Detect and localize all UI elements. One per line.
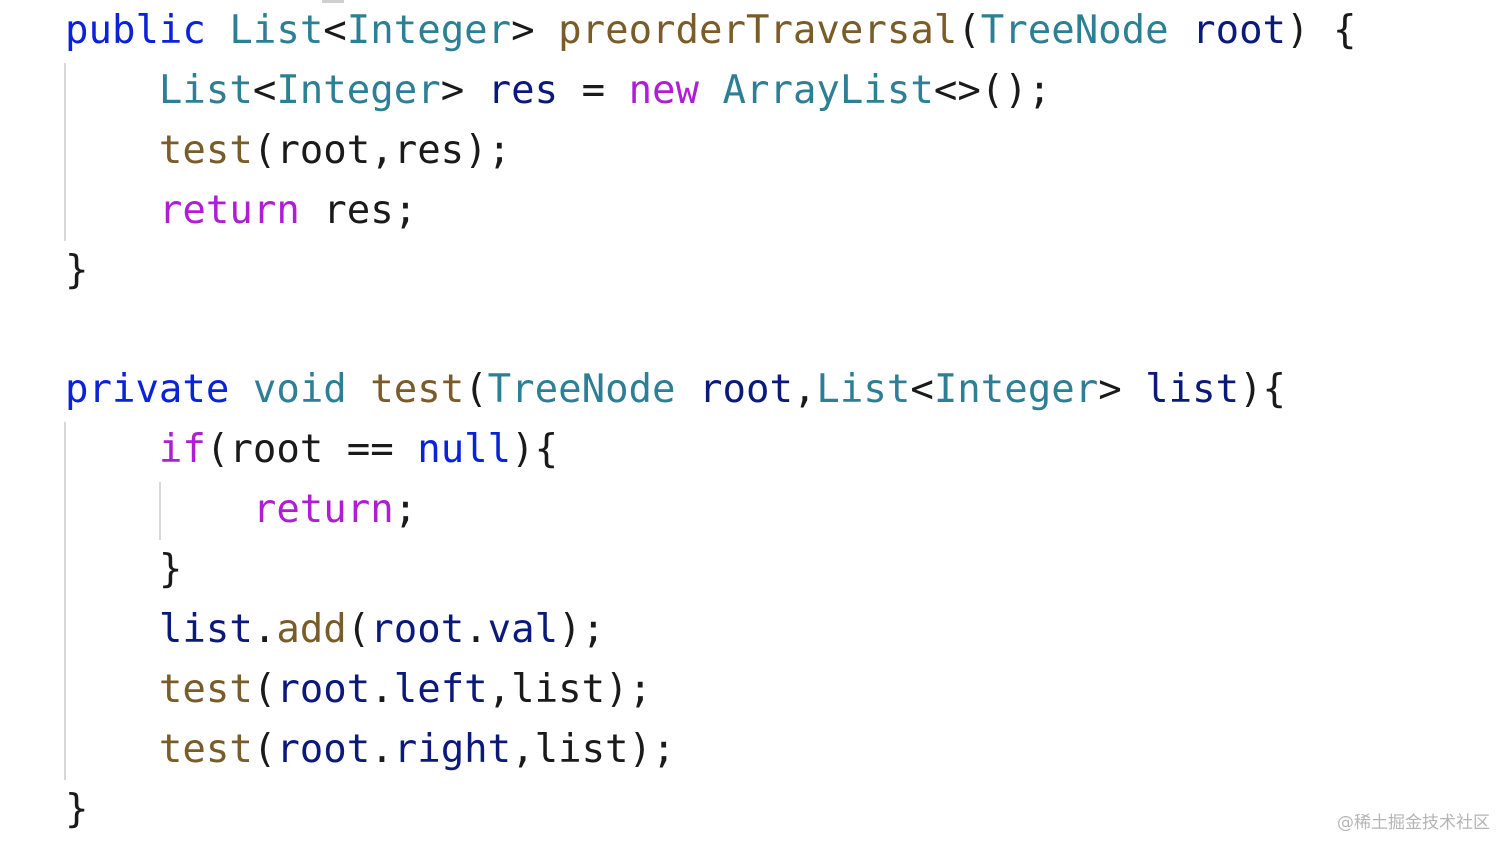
code-token [676,367,699,412]
code-token: ( [252,726,277,772]
code-token: } [65,786,89,832]
indent-guide [64,63,66,241]
code-token: test [158,666,253,712]
indent-guide [64,422,66,780]
code-line: } [65,780,1356,840]
code-token: root [276,666,371,712]
code-token: root [370,606,465,652]
code-token: < [323,8,347,53]
code-token: > [511,8,559,53]
code-token: } [65,547,183,593]
code-token [1169,8,1192,53]
code-token [65,68,159,113]
code-token [229,367,252,412]
code-token: ); [558,606,606,652]
code-token: Integer [346,8,512,53]
code-token: right [393,726,512,772]
code-token: ) { [1286,8,1357,53]
code-token: ,list); [511,726,676,772]
code-line: test(root.left,list); [65,660,1356,720]
code-token: . [464,606,488,652]
watermark: @稀土掘金技术社区 [1337,813,1490,833]
scroll-marker [322,0,344,3]
code-token: Integer [933,367,1099,413]
code-token: test [370,367,465,413]
code-line [65,300,1356,360]
code-token: res [487,67,559,113]
code-token: root [1192,8,1287,53]
code-token [65,188,159,233]
code-token: < [252,67,277,113]
code-token: void [252,367,347,413]
code-token: root [276,726,371,772]
code-token: list [1145,367,1240,413]
code-line: } [65,241,1356,301]
code-token: return [158,187,300,233]
code-token [65,667,159,712]
code-token: preorderTraversal [558,8,958,53]
code-line: } [65,540,1356,600]
code-token: = [558,67,629,113]
code-token: List [816,367,911,413]
code-token: ( [957,8,981,53]
code-token: ( [252,666,277,712]
code-token: root [699,367,793,413]
code-token [65,727,159,772]
code-token: test [158,726,253,772]
code-token [206,8,229,53]
code-token: ( [346,606,371,652]
code-token: TreeNode [487,367,676,413]
code-token: val [487,606,559,652]
code-token: test [158,127,253,173]
code-token: > [440,67,488,113]
code-token: List [158,67,253,113]
code-token: } [65,247,89,293]
code-token: list [158,606,253,652]
code-token: null [417,427,512,473]
code-token [65,607,159,652]
code-line: list.add(root.val); [65,600,1356,660]
code-line: List<Integer> res = new ArrayList<>(); [65,61,1356,121]
code-token [65,487,253,532]
code-token: List [229,8,324,53]
indent-guide [159,482,161,540]
code-token: if [158,427,206,473]
code-token: ,list); [487,666,653,712]
code-token: left [393,666,488,712]
code-token: res; [299,187,418,233]
code-token [65,128,159,173]
code-token: ; [393,487,418,533]
code-token: . [370,726,394,772]
code-token: ){ [511,427,559,473]
code-token: . [252,606,277,652]
code-token: Integer [276,67,441,113]
code-token: (root,res); [252,127,512,173]
code-token: ( [464,367,488,413]
code-token: private [65,367,230,413]
code-line: return res; [65,181,1356,241]
code-line: public List<Integer> preorderTraversal(T… [65,1,1356,61]
code-token: <>(); [933,67,1052,113]
code-token: > [1098,367,1146,413]
code-token [699,68,722,113]
code-line: test(root,res); [65,121,1356,181]
code-token: new [628,67,700,113]
code-line: if(root == null){ [65,420,1356,480]
code-token [65,427,159,472]
code-token: . [370,666,394,712]
code-line: return; [65,480,1356,540]
code-token: ArrayList [722,67,934,113]
code-token: public [65,8,206,53]
code-token: (root == [205,427,418,473]
code-token [347,367,370,412]
code-line: test(root.right,list); [65,720,1356,780]
code-token: < [910,367,934,413]
code-line: private void test(TreeNode root,List<Int… [65,360,1356,420]
code-token: ){ [1239,367,1287,413]
code-token: , [792,367,817,413]
code-editor[interactable]: public List<Integer> preorderTraversal(T… [65,1,1356,839]
code-token: return [252,487,394,533]
code-token: TreeNode [980,8,1169,53]
code-token: add [276,606,347,652]
